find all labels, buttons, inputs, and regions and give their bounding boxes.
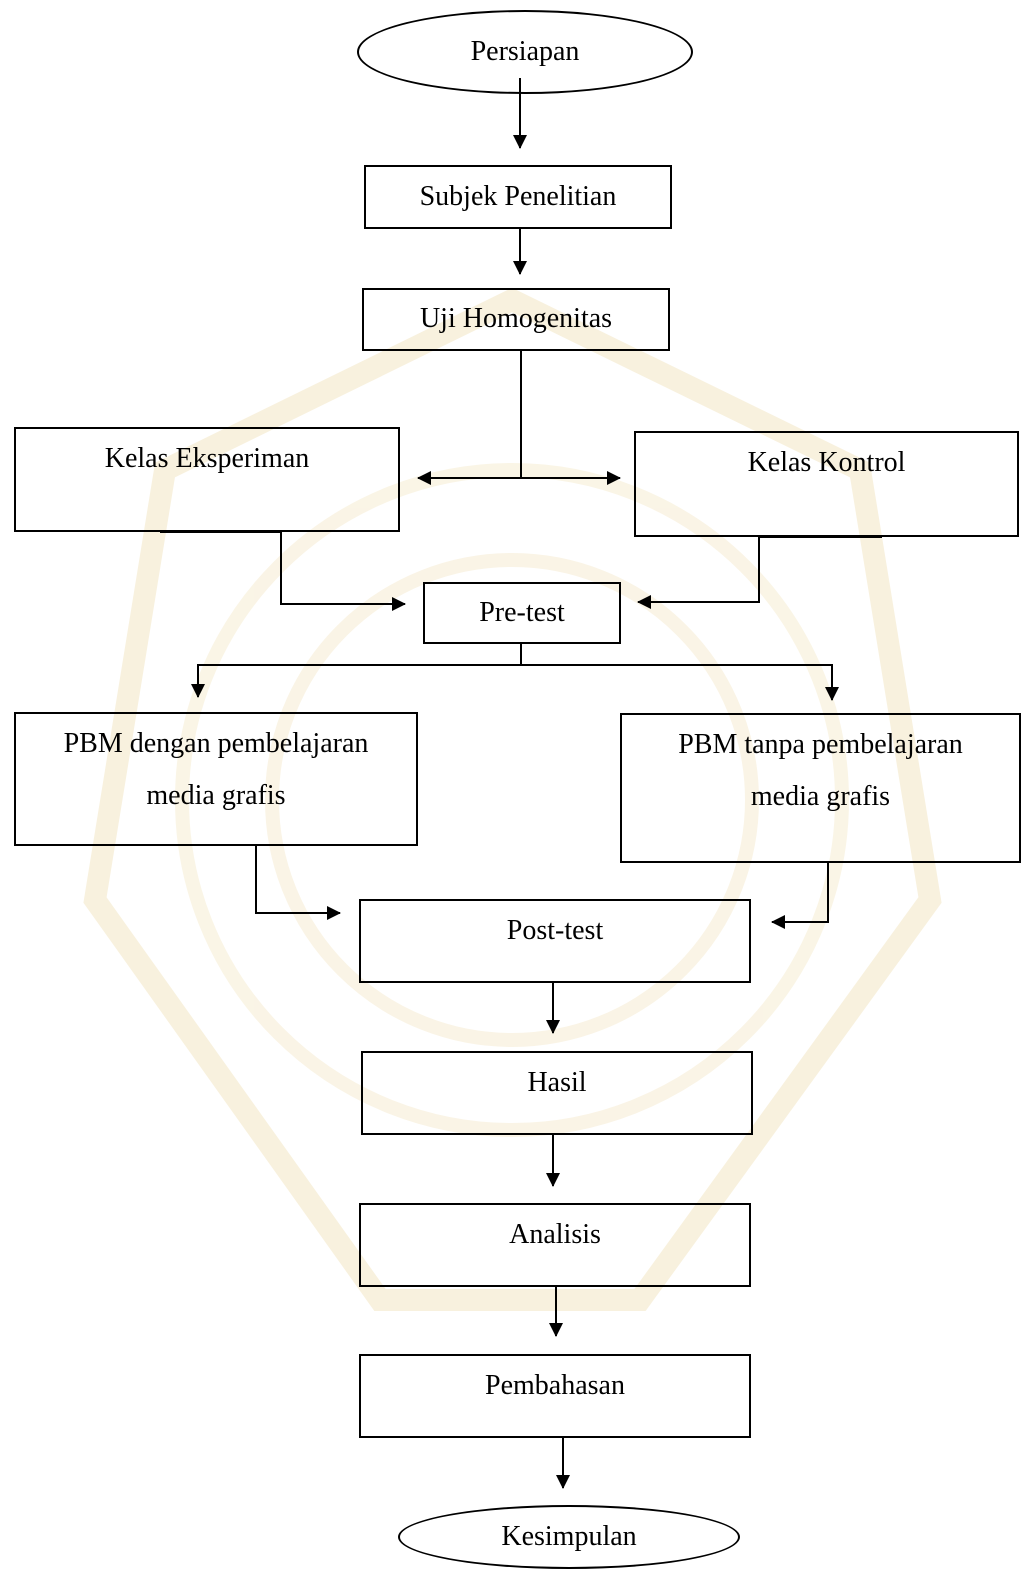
- node-analisis-label: Analisis: [509, 1219, 601, 1250]
- node-pbm-dengan: PBM dengan pembelajaran media grafis: [14, 712, 418, 846]
- arrow-pretest-pbm-tanpa: [521, 664, 839, 701]
- node-persiapan-label: Persiapan: [470, 35, 580, 67]
- arrow-pbm-tanpa-posttest: [771, 862, 829, 929]
- node-pembahasan-label: Pembahasan: [485, 1370, 625, 1401]
- node-subjek-penelitian: Subjek Penelitian: [364, 165, 672, 229]
- node-kelas-kontrol-label: Kelas Kontrol: [747, 447, 906, 478]
- node-post-test-label: Post-test: [506, 915, 604, 946]
- node-kelas-kontrol: Kelas Kontrol: [634, 431, 1019, 537]
- node-pre-test-label: Pre-test: [479, 597, 565, 628]
- node-kelas-eksperimen: Kelas Eksperiman: [14, 427, 400, 532]
- node-uji-homogenitas-label: Uji Homogenitas: [419, 303, 613, 334]
- node-pbm-tanpa: PBM tanpa pembelajaran media grafis: [620, 713, 1021, 863]
- node-uji-homogenitas: Uji Homogenitas: [362, 288, 670, 351]
- arrow-pbm-dengan-posttest: [255, 846, 341, 920]
- node-pbm-dengan-line-1: PBM dengan pembelajaran: [63, 728, 369, 759]
- node-kesimpulan-label: Kesimpulan: [501, 1520, 637, 1552]
- node-pbm-tanpa-line-1: PBM tanpa pembelajaran: [678, 729, 963, 760]
- arrow-kontrol-pretest: [637, 536, 882, 609]
- node-hasil: Hasil: [361, 1051, 753, 1135]
- node-persiapan: Persiapan: [357, 10, 693, 94]
- node-pembahasan: Pembahasan: [359, 1354, 751, 1438]
- node-pbm-dengan-line-2: media grafis: [146, 780, 286, 811]
- arrow-eksperimen-pretest: [160, 531, 406, 611]
- node-hasil-label: Hasil: [527, 1067, 587, 1098]
- arrow-pretest-pbm-dengan: [191, 664, 521, 698]
- node-analisis: Analisis: [359, 1203, 751, 1287]
- node-pbm-tanpa-line-2: media grafis: [750, 781, 891, 812]
- node-subjek-penelitian-label: Subjek Penelitian: [419, 181, 617, 212]
- node-post-test: Post-test: [359, 899, 751, 983]
- node-pre-test: Pre-test: [423, 582, 621, 644]
- node-kelas-eksperimen-label: Kelas Eksperiman: [104, 443, 310, 474]
- node-kesimpulan: Kesimpulan: [398, 1505, 740, 1569]
